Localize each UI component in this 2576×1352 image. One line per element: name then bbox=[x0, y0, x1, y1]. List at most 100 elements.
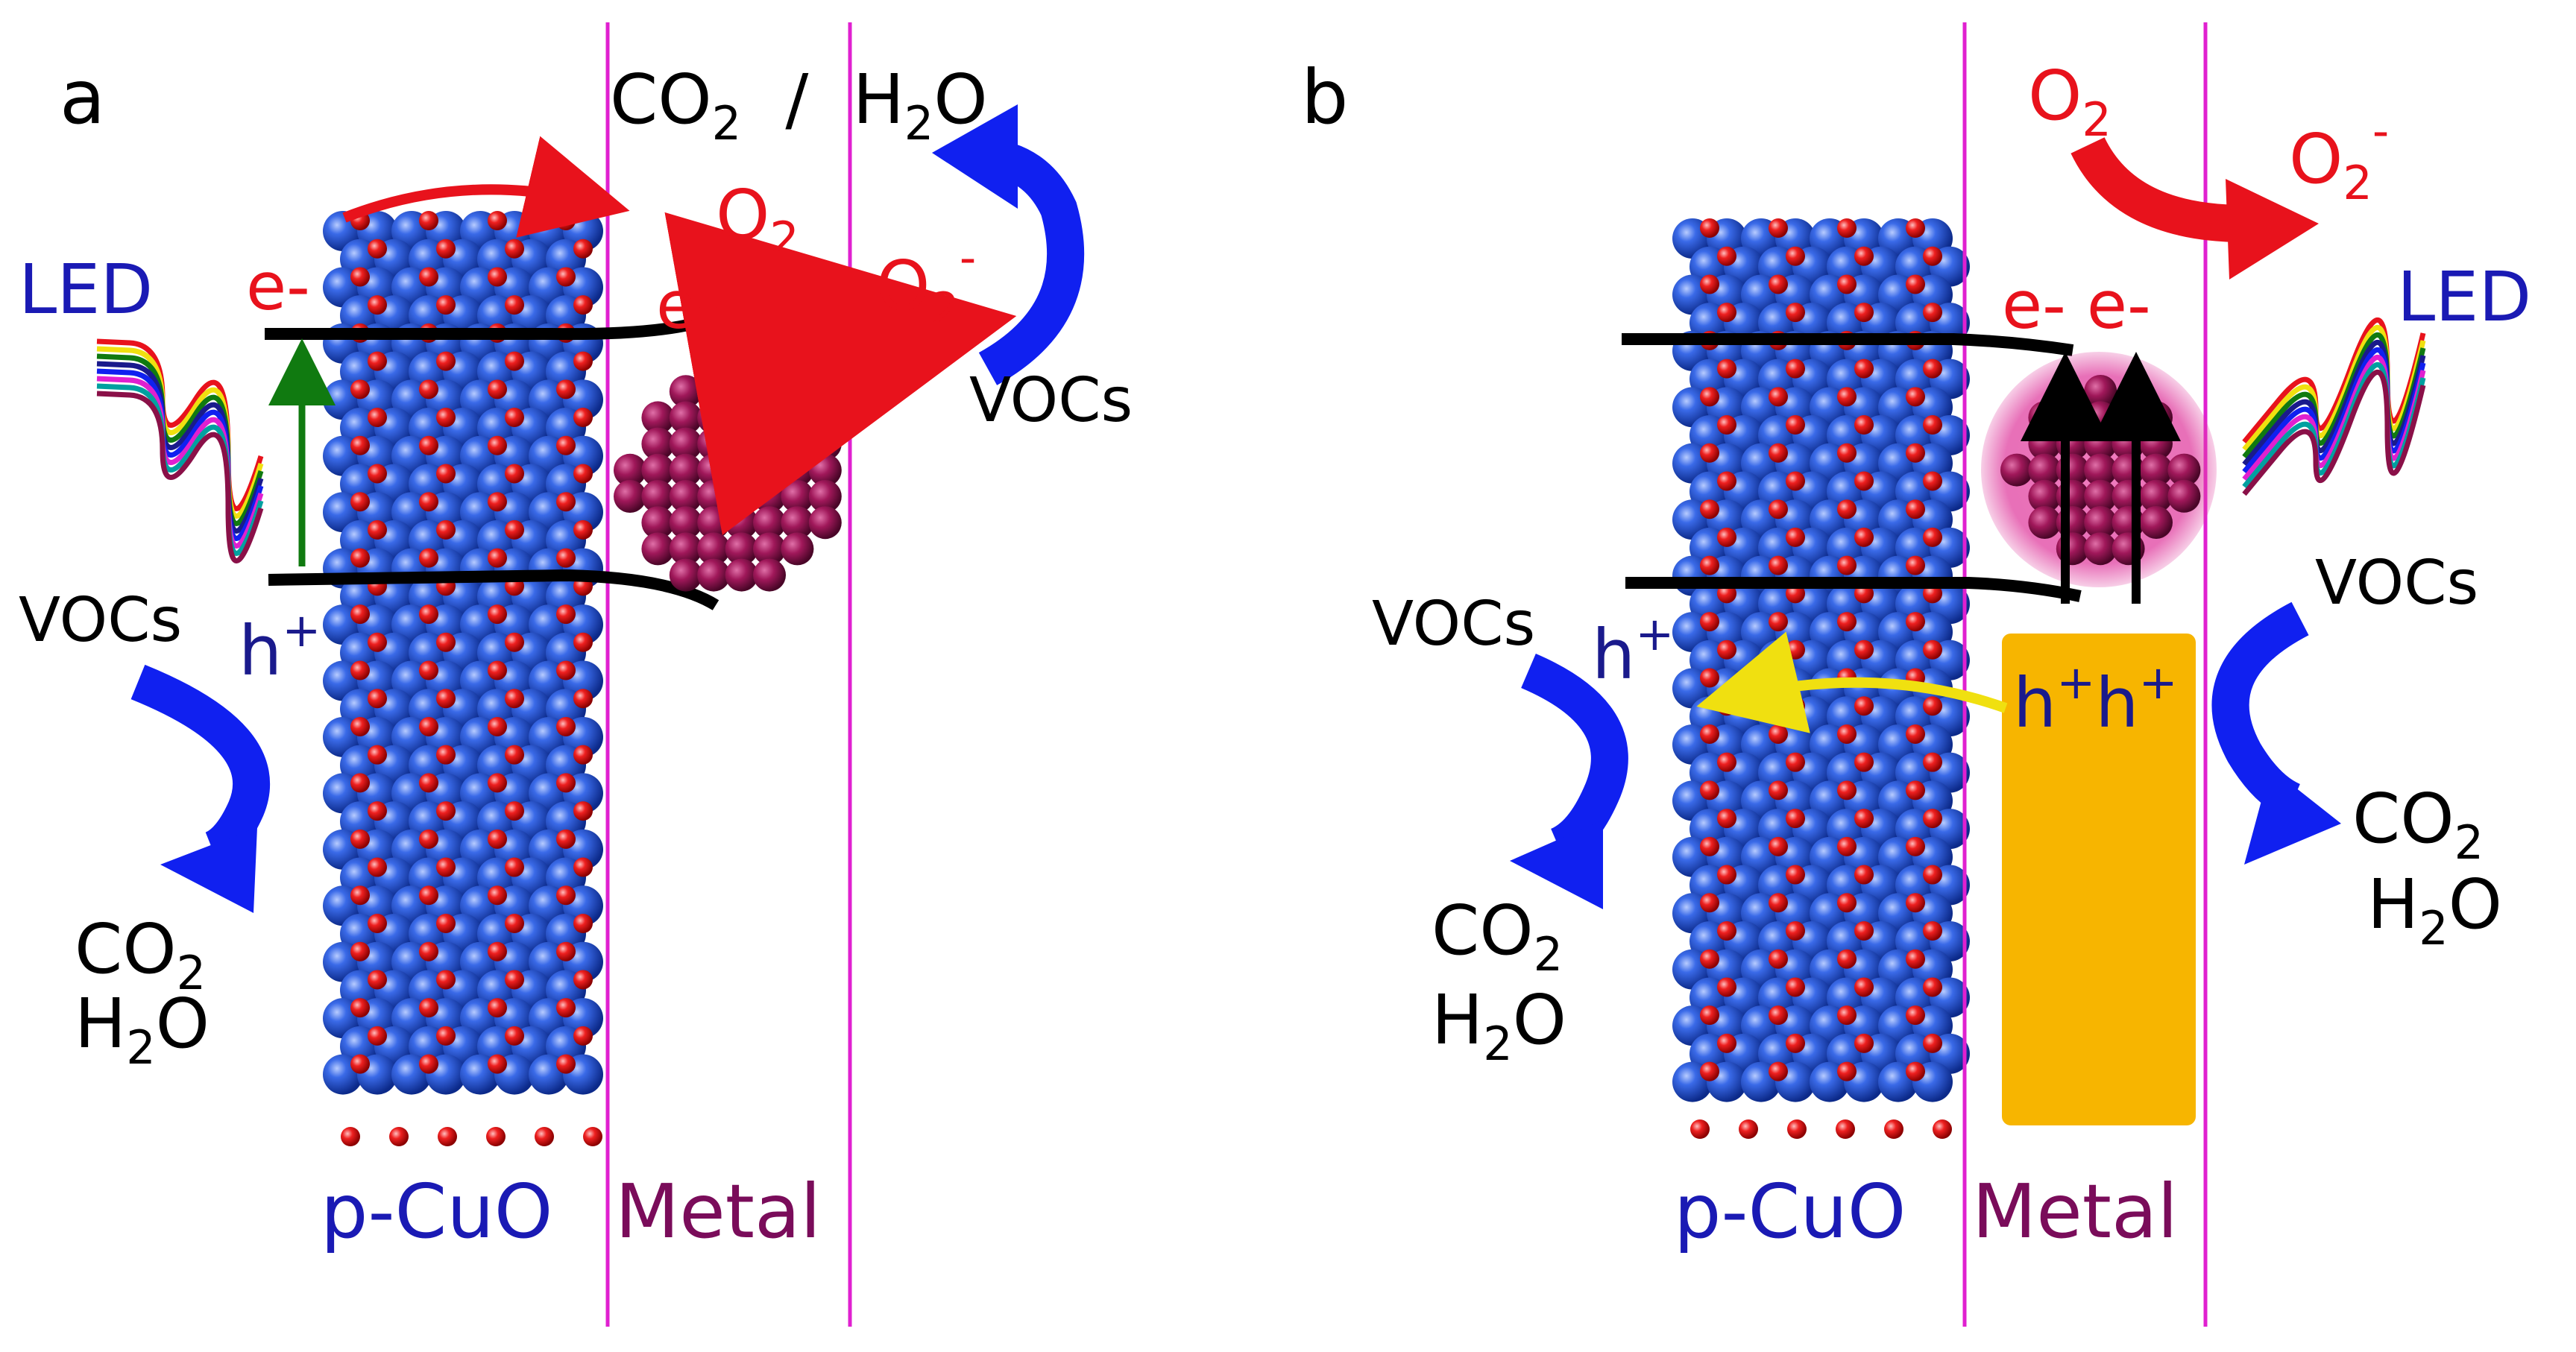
o-atom bbox=[1923, 415, 1942, 435]
o-atom bbox=[1769, 1005, 1788, 1026]
cuo-crystal-a bbox=[323, 211, 603, 1146]
o-atom bbox=[1700, 949, 1719, 969]
o-atom bbox=[1786, 527, 1805, 547]
o-atom bbox=[1854, 1033, 1874, 1053]
o-atom bbox=[556, 435, 576, 455]
o2-reduction-arrowhead-b bbox=[2226, 179, 2319, 279]
metal-atom bbox=[614, 480, 646, 513]
o-atom bbox=[1786, 639, 1805, 660]
o-atom bbox=[436, 914, 456, 933]
metal-atom bbox=[697, 532, 731, 566]
o-atom bbox=[1717, 358, 1736, 379]
o-atom bbox=[436, 408, 456, 428]
o-atom bbox=[505, 239, 524, 259]
o-atom bbox=[556, 998, 576, 1018]
o-atom bbox=[368, 745, 387, 765]
o-atom bbox=[419, 941, 438, 961]
o-atom bbox=[1717, 865, 1736, 885]
metal-atom bbox=[697, 558, 731, 592]
o-atom bbox=[556, 267, 576, 287]
o-atom bbox=[368, 857, 387, 877]
o-atom bbox=[1854, 921, 1874, 941]
o-atom bbox=[573, 408, 593, 428]
o-atom bbox=[488, 492, 507, 512]
o-atom bbox=[436, 745, 456, 765]
o-atom bbox=[1700, 836, 1719, 856]
o-atom bbox=[505, 914, 524, 933]
o-atom bbox=[1906, 836, 1925, 856]
electrons-label: e- e- bbox=[2002, 267, 2151, 344]
o-atom bbox=[1717, 921, 1736, 941]
o-atom bbox=[1854, 809, 1874, 829]
o-atom bbox=[1769, 1061, 1788, 1081]
led-label: LED bbox=[19, 250, 153, 329]
metal-atom bbox=[2140, 506, 2173, 539]
o-atom bbox=[436, 801, 456, 821]
o-atom bbox=[1769, 836, 1788, 856]
o-atom bbox=[1700, 612, 1719, 632]
o-atom bbox=[438, 1127, 457, 1146]
o-atom bbox=[505, 464, 524, 484]
o-atom bbox=[1923, 977, 1942, 997]
o-atom bbox=[368, 970, 387, 990]
o-atom bbox=[1700, 387, 1719, 407]
o-atom bbox=[350, 660, 370, 680]
o-atom bbox=[350, 773, 370, 793]
o-atom bbox=[556, 829, 576, 849]
led-wave-icon bbox=[96, 338, 264, 563]
metal-atom bbox=[2084, 453, 2117, 487]
o-atom bbox=[368, 464, 387, 484]
o-atom bbox=[350, 604, 370, 625]
o-atom bbox=[573, 745, 593, 765]
hole-transfer-arrow bbox=[1696, 631, 2008, 733]
o-atom bbox=[573, 914, 593, 933]
panel-a: a LED e- e- CO2 / H2O O2 O2- VOCs VOCs h… bbox=[19, 22, 1133, 1327]
o-atom bbox=[1854, 752, 1874, 772]
metal-atom bbox=[2140, 479, 2173, 513]
o-atom bbox=[436, 970, 456, 990]
o-atom bbox=[436, 519, 456, 540]
o-atom bbox=[1717, 303, 1736, 323]
metal-atom bbox=[753, 558, 786, 592]
o-atom bbox=[573, 239, 593, 259]
o-atom bbox=[350, 492, 370, 512]
o-atom bbox=[1906, 780, 1925, 800]
vocs-oxidation-arrow-a-left bbox=[130, 664, 271, 868]
o-atom bbox=[488, 1054, 507, 1074]
o-atom bbox=[1717, 1033, 1736, 1053]
o-atom bbox=[419, 548, 438, 568]
o-atom bbox=[488, 716, 507, 736]
o2-reduction-arrow-b bbox=[2070, 136, 2245, 242]
o-atom bbox=[1854, 303, 1874, 323]
o-atom bbox=[1923, 527, 1942, 547]
vocs-oxidation-arrowhead-b-right bbox=[2244, 768, 2341, 865]
o-atom bbox=[368, 295, 387, 315]
o-atom bbox=[1906, 274, 1925, 294]
o-atom bbox=[1739, 1119, 1758, 1139]
metal-label: Metal bbox=[615, 1168, 821, 1255]
metal-atom bbox=[2028, 479, 2062, 513]
o-atom bbox=[419, 604, 438, 625]
o-atom bbox=[1786, 977, 1805, 997]
o-atom bbox=[436, 632, 456, 652]
panel-letter: b bbox=[1301, 54, 1348, 141]
o-atom bbox=[436, 857, 456, 877]
o-atom bbox=[350, 716, 370, 736]
o-atom bbox=[1700, 555, 1719, 575]
o-atom bbox=[419, 998, 438, 1018]
o-atom bbox=[419, 211, 438, 230]
semiconductor-label: p-CuO bbox=[321, 1168, 552, 1255]
o-atom bbox=[1700, 499, 1719, 519]
o-atom bbox=[368, 1026, 387, 1046]
metal-atom bbox=[2084, 532, 2117, 566]
electron-label: e- bbox=[656, 267, 720, 344]
o-atom bbox=[1837, 836, 1857, 856]
o-atom bbox=[436, 351, 456, 371]
metal-atom bbox=[2167, 453, 2201, 487]
o-atom bbox=[1837, 555, 1857, 575]
o-atom bbox=[1923, 246, 1942, 266]
o2-reduction-arrow-a bbox=[664, 212, 1017, 535]
o-atom bbox=[1769, 949, 1788, 969]
metal-atom bbox=[2084, 479, 2117, 513]
o-atom bbox=[556, 492, 576, 512]
